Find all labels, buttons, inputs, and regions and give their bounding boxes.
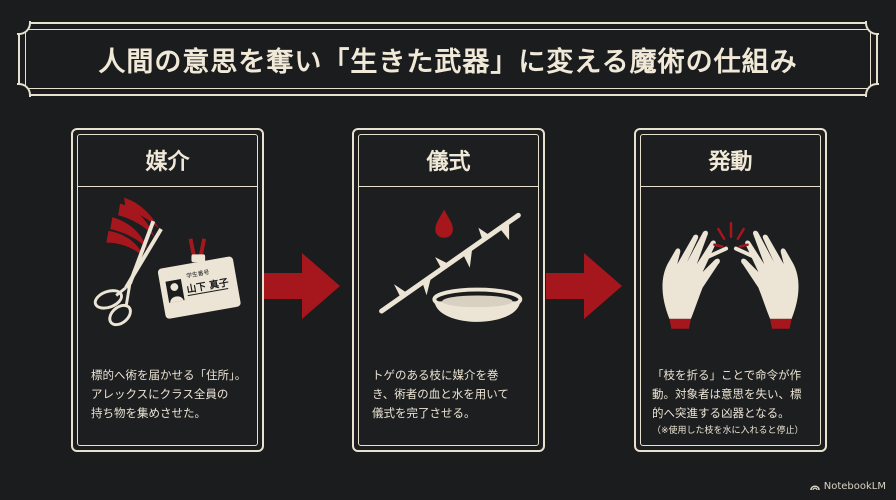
broken-branch-icon <box>702 246 760 261</box>
id-card-icon: 学生番号 山下 真子 <box>157 238 241 319</box>
card-note: （※使用した枝を水に入れると停止） <box>652 426 804 436</box>
thorn-branch-icon <box>379 212 521 314</box>
scissors-and-id-card-illustration: 学生番号 山下 真子 <box>93 197 241 327</box>
card-description: 「枝を折る」ことで命令が作 動。対象者は意思を失い、標 的へ突進する凶器となる。… <box>652 366 813 440</box>
card-activation: 発動 <box>634 128 827 452</box>
right-hand-icon <box>741 230 799 329</box>
snap-spark-icon <box>713 221 749 248</box>
card-illustration <box>362 192 535 352</box>
arrow-right-icon <box>546 253 622 319</box>
water-bowl-icon <box>432 287 523 322</box>
card-heading: 媒介 <box>77 134 258 187</box>
card-medium: 媒介 <box>71 128 264 452</box>
card-ritual: 儀式 トゲのある枝に媒介を巻 き、術者の血と水を用いて 儀式を完了させる <box>352 128 545 452</box>
thorn-branch-and-bowl-illustration <box>379 209 523 322</box>
banner-corner-ornament <box>17 83 31 97</box>
banner-corner-ornament <box>865 21 879 35</box>
branding: NotebookLM <box>809 481 886 492</box>
notebooklm-logo-icon <box>809 484 820 490</box>
card-description: 標的へ術を届かせる「住所」。 アレックスにクラス全員の 持ち物を集めさせた。 <box>91 368 247 420</box>
left-hand-icon <box>662 230 720 329</box>
scissors-icon <box>93 220 163 327</box>
hair-strands-icon <box>106 197 160 257</box>
arrow-right-icon <box>264 253 340 319</box>
title-banner: 人間の意思を奪い「生きた武器」に変える魔術の仕組み <box>17 21 879 97</box>
banner-corner-ornament <box>865 83 879 97</box>
card-heading: 儀式 <box>358 134 539 187</box>
card-description: トゲのある枝に媒介を巻 き、術者の血と水を用いて 儀式を完了させる。 <box>372 368 509 420</box>
id-card-header: 学生番号 <box>186 268 211 280</box>
card-illustration: 学生番号 山下 真子 <box>81 192 254 352</box>
page-title: 人間の意思を奪い「生きた武器」に変える魔術の仕組み <box>98 46 798 78</box>
card-description-main: 「枝を折る」ことで命令が作 動。対象者は意思を失い、標 的へ突進する凶器となる。 <box>652 368 802 420</box>
hands-breaking-branch-illustration <box>662 221 799 329</box>
branding-label: NotebookLM <box>823 481 886 492</box>
card-illustration <box>644 192 817 352</box>
blood-drop-icon <box>435 209 453 238</box>
card-heading: 発動 <box>640 134 821 187</box>
